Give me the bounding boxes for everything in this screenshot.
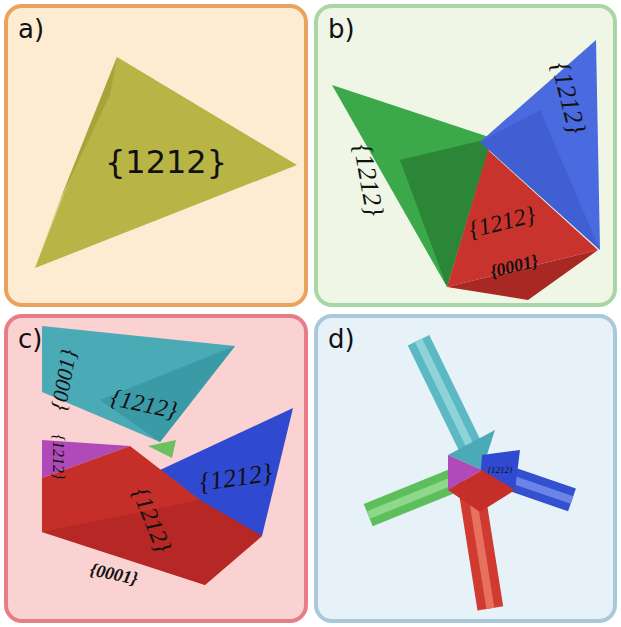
facet-index: {1212}	[487, 466, 512, 475]
panel-letter: a)	[18, 14, 44, 44]
figure-panel: d)	[314, 314, 617, 623]
panel-letter: c)	[18, 324, 42, 354]
facet-index: {1212}	[105, 146, 227, 178]
panel-letter: d)	[328, 324, 355, 354]
facet-index: {1212}	[50, 435, 66, 480]
panel-letter: b)	[328, 14, 355, 44]
